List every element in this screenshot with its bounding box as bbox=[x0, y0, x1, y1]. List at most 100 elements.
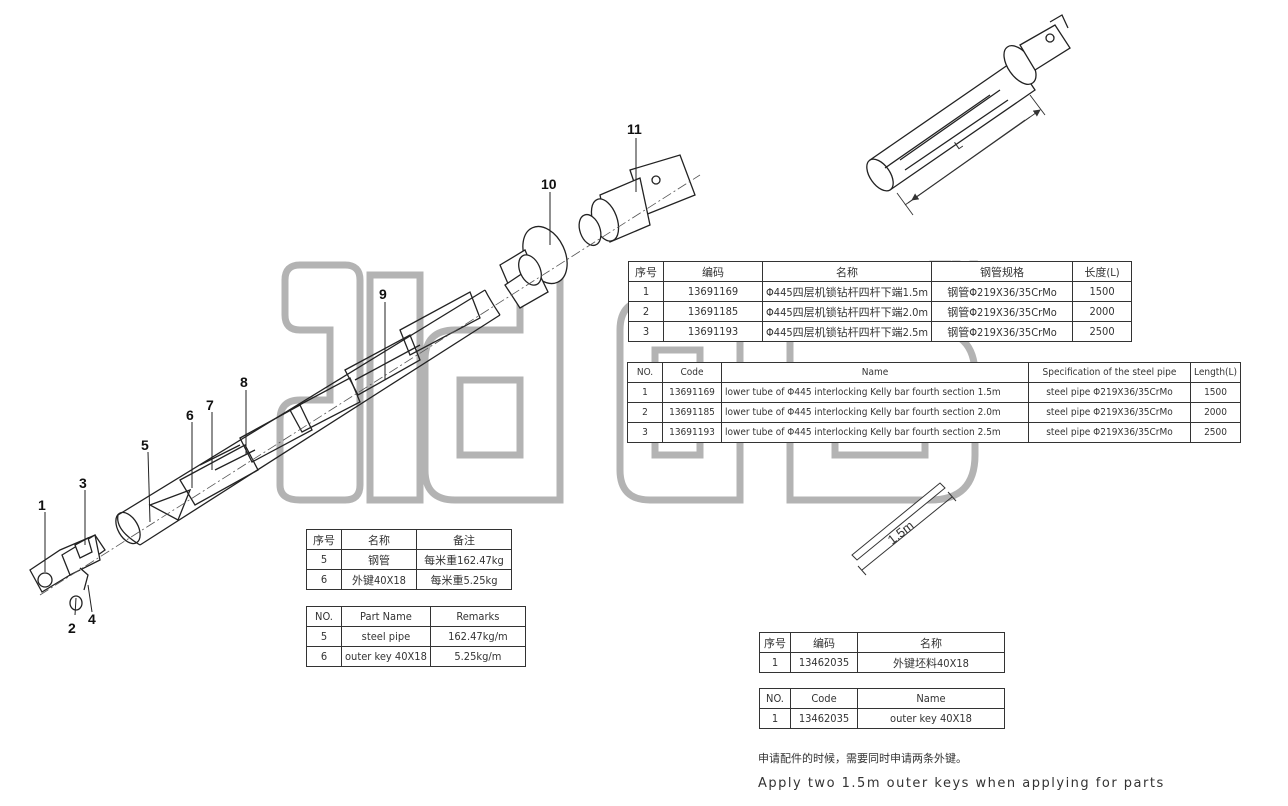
cell: 13691193 bbox=[663, 321, 763, 342]
cell: steel pipe Φ219X36/35CrMo bbox=[1028, 422, 1191, 443]
col-header: NO. bbox=[627, 362, 663, 383]
callout-11: 11 bbox=[627, 121, 642, 137]
dimension-L bbox=[896, 94, 1046, 216]
col-header: 编码 bbox=[790, 632, 858, 653]
cell: lower tube of Φ445 interlocking Kelly ba… bbox=[721, 402, 1029, 423]
dimension-label-1-5m: 1.5m bbox=[885, 518, 917, 548]
col-header: 备注 bbox=[416, 529, 512, 550]
cell: 2000 bbox=[1189, 402, 1242, 423]
detail-tube-view bbox=[866, 14, 1071, 192]
table-row: 6 outer key 40X18 5.25kg/m bbox=[306, 646, 526, 667]
cell: 5.25kg/m bbox=[429, 646, 526, 667]
cell: 1 bbox=[628, 281, 664, 302]
cell: 3 bbox=[628, 321, 664, 342]
cell: 6 bbox=[306, 646, 342, 667]
callout-9: 9 bbox=[379, 286, 387, 302]
col-header: Code bbox=[662, 362, 722, 383]
cell: 钢管Φ219X36/35CrMo bbox=[931, 321, 1074, 342]
cell: steel pipe Φ219X36/35CrMo bbox=[1028, 402, 1191, 423]
col-header: Name bbox=[857, 688, 1005, 709]
table-en-main: NO. Code Name Specification of the steel… bbox=[627, 362, 1242, 443]
cell: 2500 bbox=[1072, 321, 1133, 342]
cell: 每米重162.47kg bbox=[416, 549, 512, 570]
table-en-key: NO. Code Name 1 13462035 outer key 40X18 bbox=[759, 688, 1005, 729]
cell: Φ445四层机锁钻杆四杆下端2.5m bbox=[761, 321, 933, 342]
cell: 13691185 bbox=[663, 301, 763, 322]
cell: 2 bbox=[627, 402, 663, 423]
cell: 钢管Φ219X36/35CrMo bbox=[931, 281, 1074, 302]
cell: 5 bbox=[306, 626, 342, 647]
table-row: 1 13462035 outer key 40X18 bbox=[759, 708, 1005, 729]
note-en: Apply two 1.5m outer keys when applying … bbox=[758, 776, 1165, 791]
center-line bbox=[39, 174, 701, 596]
cell: 13462035 bbox=[790, 652, 858, 673]
callout-10: 10 bbox=[541, 176, 557, 192]
callout-3: 3 bbox=[79, 475, 87, 491]
table-row: 3 13691193 Φ445四层机锁钻杆四杆下端2.5m 钢管Φ219X36/… bbox=[628, 321, 1133, 342]
table-row: 1 13691169 Φ445四层机锁钻杆四杆下端1.5m 钢管Φ219X36/… bbox=[628, 281, 1133, 302]
cell: 每米重5.25kg bbox=[416, 569, 512, 590]
table-row: 2 13691185 Φ445四层机锁钻杆四杆下端2.0m 钢管Φ219X36/… bbox=[628, 301, 1133, 322]
cell: 6 bbox=[306, 569, 342, 590]
callout-5: 5 bbox=[141, 437, 149, 453]
col-header: Remarks bbox=[429, 606, 526, 627]
table-en-parts: NO. Part Name Remarks 5 steel pipe 162.4… bbox=[306, 606, 526, 667]
cell: Φ445四层机锁钻杆四杆下端2.0m bbox=[761, 301, 933, 322]
cell: 1500 bbox=[1189, 382, 1242, 403]
cell: 1 bbox=[759, 652, 791, 673]
callout-8: 8 bbox=[240, 374, 248, 390]
col-header: 序号 bbox=[628, 261, 664, 282]
col-header: NO. bbox=[759, 688, 791, 709]
cell: lower tube of Φ445 interlocking Kelly ba… bbox=[721, 382, 1029, 403]
cell: 外键坯料40X18 bbox=[857, 652, 1005, 673]
cell: 2000 bbox=[1072, 301, 1133, 322]
callout-labels: 1 2 3 4 5 6 7 8 9 10 11 bbox=[38, 121, 642, 636]
cell: 外键40X18 bbox=[341, 569, 417, 590]
callout-6: 6 bbox=[186, 407, 194, 423]
cell: 2500 bbox=[1189, 422, 1242, 443]
table-row: 3 13691193 lower tube of Φ445 interlocki… bbox=[627, 422, 1242, 443]
table-row: 5 steel pipe 162.47kg/m bbox=[306, 626, 526, 647]
table-row: 1 13691169 lower tube of Φ445 interlocki… bbox=[627, 382, 1242, 403]
cell: 13691169 bbox=[662, 382, 722, 403]
table-cn-main: 序号 编码 名称 钢管规格 长度(L) 1 13691169 Φ445四层机锁钻… bbox=[628, 261, 1133, 342]
cell: 13691193 bbox=[662, 422, 722, 443]
cell: Φ445四层机锁钻杆四杆下端1.5m bbox=[761, 281, 933, 302]
main-tube bbox=[115, 289, 501, 546]
cell: 13462035 bbox=[790, 708, 858, 729]
cell: lower tube of Φ445 interlocking Kelly ba… bbox=[721, 422, 1029, 443]
col-header: 序号 bbox=[306, 529, 342, 550]
col-header: Code bbox=[790, 688, 858, 709]
col-header: 编码 bbox=[663, 261, 763, 282]
callout-2: 2 bbox=[68, 620, 76, 636]
cell: steel pipe Φ219X36/35CrMo bbox=[1028, 382, 1191, 403]
callout-1: 1 bbox=[38, 497, 46, 513]
col-header: 名称 bbox=[761, 261, 933, 282]
table-cn-parts: 序号 名称 备注 5 钢管 每米重162.47kg 6 外键40X18 每米重5… bbox=[306, 529, 512, 590]
col-header: Length(L) bbox=[1189, 362, 1242, 383]
cell: outer key 40X18 bbox=[341, 646, 431, 667]
col-header: 名称 bbox=[857, 632, 1005, 653]
col-header: Part Name bbox=[341, 606, 431, 627]
note-cn: 申请配件的时候，需要同时申请两条外键。 bbox=[758, 752, 967, 765]
col-header: 序号 bbox=[759, 632, 791, 653]
table-row: 1 13462035 外键坯料40X18 bbox=[759, 652, 1005, 673]
table-row: 2 13691185 lower tube of Φ445 interlocki… bbox=[627, 402, 1242, 423]
cell: 1500 bbox=[1072, 281, 1133, 302]
col-header: NO. bbox=[306, 606, 342, 627]
cell: 1 bbox=[759, 708, 791, 729]
cell: 钢管 bbox=[341, 549, 417, 570]
table-row: 5 钢管 每米重162.47kg bbox=[306, 549, 512, 570]
cell: 5 bbox=[306, 549, 342, 570]
cell: 13691185 bbox=[662, 402, 722, 423]
callout-4: 4 bbox=[88, 611, 96, 627]
cell: 13691169 bbox=[663, 281, 763, 302]
callout-7: 7 bbox=[206, 397, 214, 413]
cell: steel pipe bbox=[341, 626, 431, 647]
outer-key-drawing bbox=[851, 482, 957, 576]
cell: 3 bbox=[627, 422, 663, 443]
cell: 162.47kg/m bbox=[429, 626, 526, 647]
callout-leaders bbox=[44, 138, 637, 616]
cell: 1 bbox=[627, 382, 663, 403]
cell: 钢管Φ219X36/35CrMo bbox=[931, 301, 1074, 322]
